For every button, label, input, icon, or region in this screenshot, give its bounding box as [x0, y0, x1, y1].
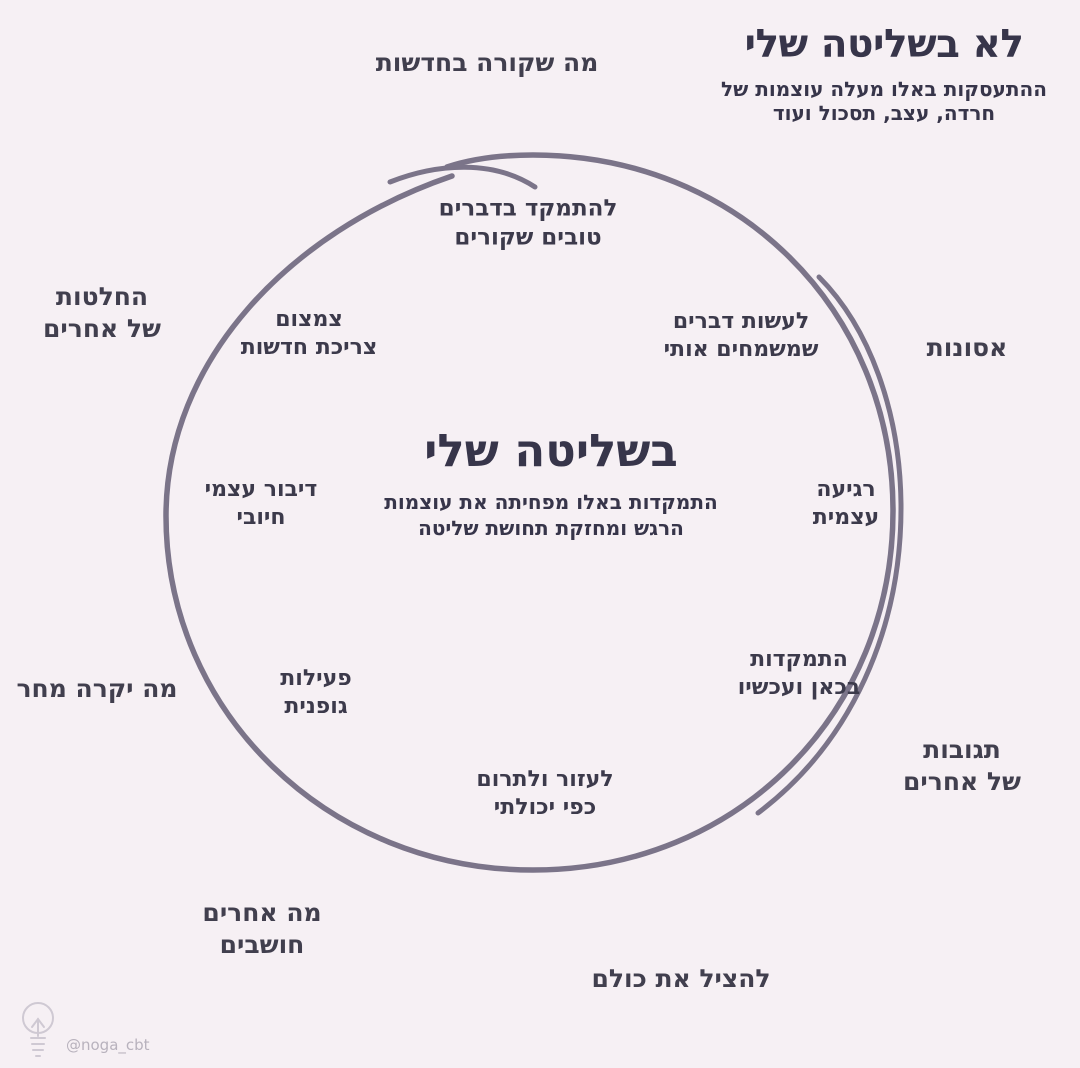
outside-label-tomorrow: מה יקרה מחר	[16, 674, 178, 703]
inside-center-block: בשליטה שלי התמקדות באלו מפחיתה את עוצמות…	[321, 424, 781, 541]
watermark-handle: @noga_cbt	[66, 1036, 150, 1054]
outside-label-others-thoughts: מה אחרים חושבים	[202, 898, 322, 959]
inside-label-self-soothing: רגיעה עצמית	[812, 476, 880, 530]
watermark: @noga_cbt	[14, 996, 150, 1062]
circle-outer-stroke	[755, 274, 904, 816]
circle-main-stroke	[163, 152, 896, 873]
outside-label-others-reactions: תגובות של אחרים	[903, 735, 1021, 796]
inside-label-help-contribute: לעזור ולתרום כפי יכולתי	[476, 766, 614, 820]
inside-label-reduce-news: צמצום צריכת חדשות	[240, 306, 378, 360]
inside-title: בשליטה שלי	[424, 424, 678, 477]
page-title: לא בשליטה שלי	[744, 22, 1024, 67]
inside-label-physical-activity: פעילות גופנית	[280, 665, 352, 719]
header-block: לא בשליטה שלי ההתעסקות באלו מעלה עוצמות …	[714, 22, 1054, 126]
outside-label-others-decisions: החלטות של אחרים	[43, 282, 161, 343]
lightbulb-icon	[22, 1002, 54, 1057]
circle-tail-stroke	[387, 164, 538, 190]
outside-label-news: מה שקורה בחדשות	[375, 48, 599, 77]
inside-label-focus-good: להתמקד בדברים טובים שקורים	[438, 195, 618, 251]
page-subtitle: ההתעסקות באלו מעלה עוצמות של חרדה, עצב, …	[720, 77, 1048, 126]
inside-label-positive-self-talk: דיבור עצמי חיובי	[204, 476, 318, 530]
outside-label-save-everyone: להציל את כולם	[591, 964, 771, 993]
outside-label-disasters: אסונות	[926, 333, 1008, 362]
inside-label-here-and-now: התמקדות בכאן ועכשיו	[737, 646, 861, 700]
inside-label-joyful-things: לעשות דברים שמשמחים אותי	[663, 308, 819, 362]
inside-subtitle: התמקדות באלו מפחיתה את עוצמות הרגש ומחזק…	[384, 490, 718, 540]
